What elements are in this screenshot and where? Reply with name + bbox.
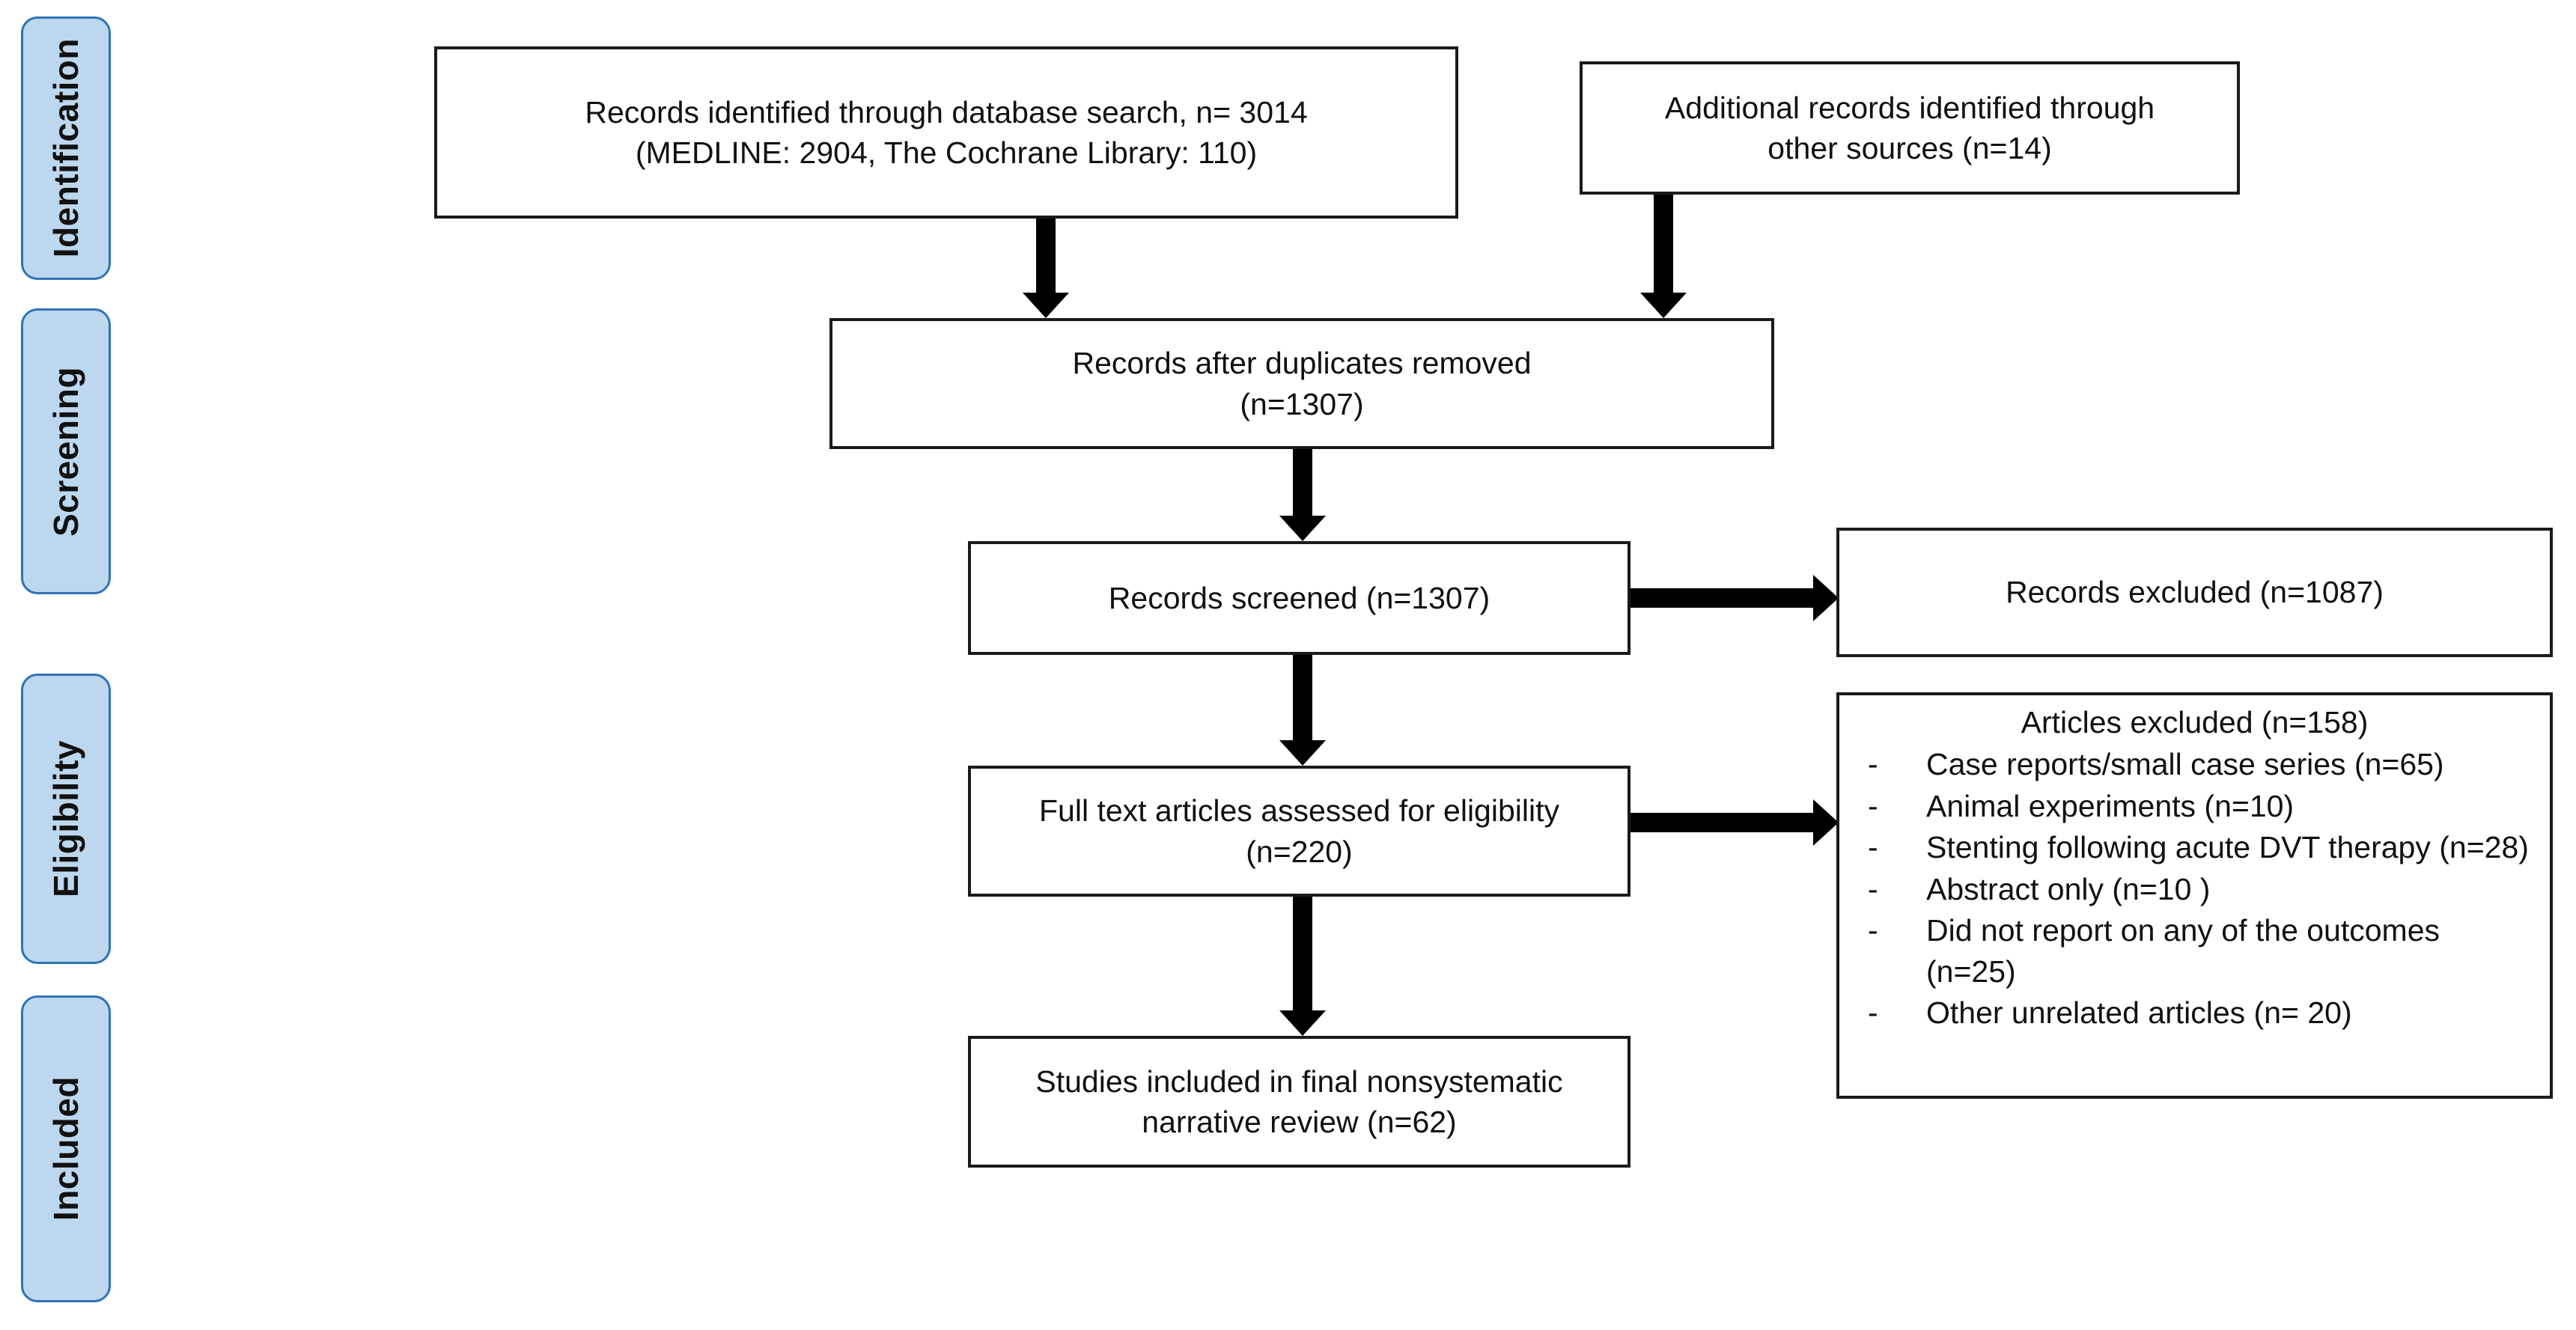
list-bullet: - — [1868, 788, 1878, 823]
stage-tab-screening-label: Screening — [46, 366, 85, 537]
articles-excluded-list: - Case reports/small case series (n=65) … — [1851, 744, 2538, 1034]
box-articles-excluded: Articles excluded (n=158) - Case reports… — [1836, 692, 2553, 1099]
stage-tab-included: Included — [21, 995, 111, 1302]
list-item: - Animal experiments (n=10) — [1851, 786, 2538, 827]
arrow-fulltext-to-articles-excluded — [1630, 799, 1839, 846]
list-bullet: - — [1868, 871, 1878, 906]
box-full-text-assessed: Full text articles assessed for eligibil… — [968, 766, 1630, 897]
list-item-label: Stenting following acute DVT therapy (n=… — [1926, 830, 2529, 865]
stage-tab-eligibility: Eligibility — [21, 674, 111, 964]
arrow-additional-to-duplicates — [1640, 195, 1687, 318]
box-records-excluded-text: Records excluded (n=1087) — [2006, 575, 2384, 610]
list-item: - Stenting following acute DVT therapy (… — [1851, 827, 2538, 868]
stage-tab-screening: Screening — [21, 308, 111, 594]
box-records-identified-text: Records identified through database sear… — [585, 94, 1308, 170]
box-records-identified: Records identified through database sear… — [434, 46, 1458, 219]
arrow-screened-to-excluded — [1630, 575, 1839, 621]
list-item-label: Animal experiments (n=10) — [1926, 788, 2295, 823]
arrow-duplicates-to-screened — [1279, 449, 1326, 541]
list-item-label: Abstract only (n=10 ) — [1926, 871, 2211, 906]
box-studies-included: Studies included in final nonsystematic … — [968, 1036, 1630, 1168]
box-records-screened-text: Records screened (n=1307) — [1108, 580, 1491, 615]
list-item-label: Did not report on any of the outcomes (n… — [1926, 913, 2440, 989]
list-bullet: - — [1868, 830, 1878, 865]
arrow-identified-to-duplicates — [1023, 219, 1069, 318]
box-records-excluded: Records excluded (n=1087) — [1836, 528, 2553, 657]
box-additional-records-text: Additional records identified through ot… — [1664, 90, 2155, 165]
stage-tab-eligibility-label: Eligibility — [46, 740, 85, 897]
box-studies-included-text: Studies included in final nonsystematic … — [1035, 1064, 1563, 1139]
list-bullet: - — [1868, 747, 1878, 782]
box-duplicates-removed-text: Records after duplicates removed (n=1307… — [1072, 346, 1532, 421]
stage-tab-included-label: Included — [46, 1076, 85, 1221]
list-bullet: - — [1868, 913, 1878, 948]
list-item-label: Case reports/small case series (n=65) — [1926, 747, 2444, 782]
stage-tab-identification-label: Identification — [46, 38, 85, 258]
articles-excluded-heading: Articles excluded (n=158) — [2021, 705, 2369, 739]
list-bullet: - — [1868, 995, 1878, 1031]
box-additional-records: Additional records identified through ot… — [1580, 61, 2240, 195]
arrow-fulltext-to-included — [1279, 897, 1326, 1036]
box-records-screened: Records screened (n=1307) — [968, 541, 1630, 655]
list-item-label: Other unrelated articles (n= 20) — [1926, 995, 2352, 1031]
arrow-screened-to-fulltext — [1279, 655, 1326, 766]
box-full-text-assessed-text: Full text articles assessed for eligibil… — [1039, 793, 1559, 869]
stage-tab-identification: Identification — [21, 16, 111, 280]
list-item: - Abstract only (n=10 ) — [1851, 869, 2538, 910]
box-duplicates-removed: Records after duplicates removed (n=1307… — [829, 318, 1774, 449]
list-item: - Did not report on any of the outcomes … — [1851, 910, 2538, 992]
list-item: - Other unrelated articles (n= 20) — [1851, 992, 2538, 1034]
list-item: - Case reports/small case series (n=65) — [1851, 744, 2538, 785]
